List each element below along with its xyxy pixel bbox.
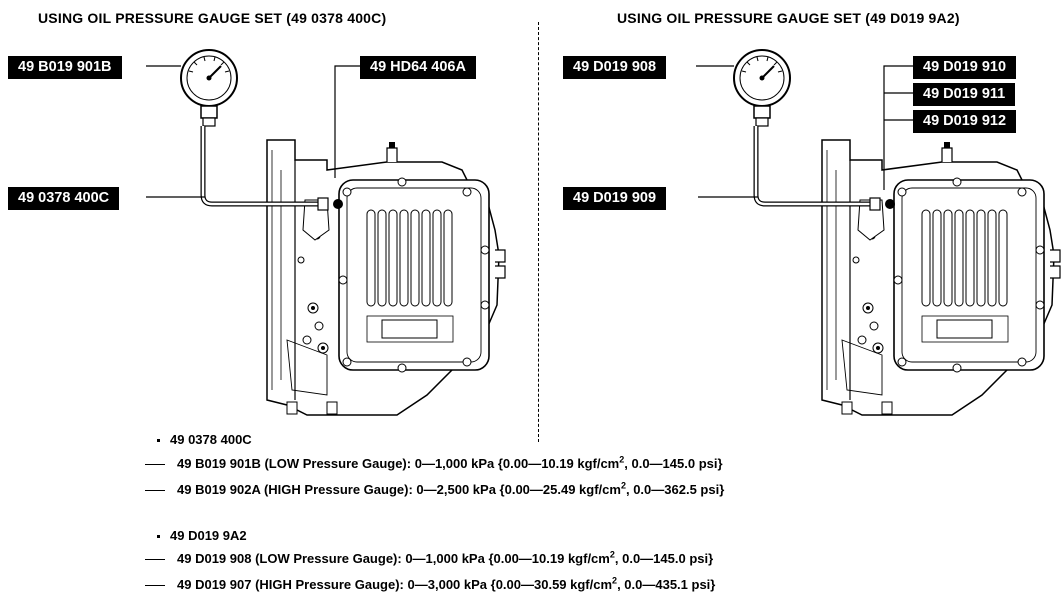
- note-set1-low-range: 0—1,000 kPa {0.00—10.19 kgf/cm: [414, 456, 620, 471]
- note-set2-high-range: 0—3,000 kPa {0.00—30.59 kgf/cm: [407, 577, 613, 592]
- dash-icon: [145, 490, 165, 492]
- right-adapter-tag-910: 49 D019 910: [913, 56, 1017, 79]
- superscript: 2: [619, 454, 625, 465]
- note-set1-high: 49 B019 902A (HIGH Pressure Gauge): 0—2,…: [145, 480, 725, 498]
- note-set2-low-range: 0—1,000 kPa {0.00—10.19 kgf/cm: [405, 551, 610, 566]
- right-pressure-gauge-icon: [733, 49, 791, 127]
- note-set1-high-name: 49 B019 902A (HIGH Pressure Gauge):: [177, 482, 413, 497]
- dash-icon: [145, 585, 165, 587]
- note-set1-low: 49 B019 901B (LOW Pressure Gauge): 0—1,0…: [145, 454, 723, 472]
- superscript: 2: [612, 575, 618, 586]
- note-set1-high-range: 0—2,500 kPa {0.00—25.49 kgf/cm: [416, 482, 621, 497]
- left-pressure-gauge-icon: [180, 49, 238, 127]
- note-set2-title-text: 49 D019 9A2: [170, 528, 247, 543]
- note-set2-low-name: 49 D019 908 (LOW Pressure Gauge):: [177, 551, 402, 566]
- section-divider: [538, 22, 539, 442]
- note-set2-title: 49 D019 9A2: [157, 528, 247, 543]
- note-set1-title-text: 49 0378 400C: [170, 432, 252, 447]
- left-heading: USING OIL PRESSURE GAUGE SET (49 0378 40…: [38, 10, 387, 26]
- superscript: 2: [620, 480, 626, 491]
- note-set1-low-rest: , 0.0—145.0 psi}: [624, 456, 723, 471]
- note-set1-title: 49 0378 400C: [157, 432, 252, 447]
- note-set2-high-rest: , 0.0—435.1 psi}: [617, 577, 716, 592]
- left-gauge-tag: 49 B019 901B: [8, 56, 122, 79]
- right-heading: USING OIL PRESSURE GAUGE SET (49 D019 9A…: [617, 10, 960, 26]
- note-set2-low: 49 D019 908 (LOW Pressure Gauge): 0—1,00…: [145, 549, 714, 567]
- note-set2-low-rest: , 0.0—145.0 psi}: [614, 551, 714, 566]
- note-set2-high-name: 49 D019 907 (HIGH Pressure Gauge):: [177, 577, 404, 592]
- note-set1-high-rest: , 0.0—362.5 psi}: [625, 482, 725, 497]
- left-hose-tag: 49 0378 400C: [8, 187, 120, 210]
- note-set1-low-name: 49 B019 901B (LOW Pressure Gauge):: [177, 456, 412, 471]
- right-transmission-illustration: [821, 139, 1061, 416]
- right-hose-tag: 49 D019 909: [563, 187, 667, 210]
- superscript: 2: [609, 549, 615, 560]
- left-adapter-tag: 49 HD64 406A: [360, 56, 476, 79]
- left-transmission-illustration: [266, 139, 506, 416]
- dash-icon: [145, 559, 165, 561]
- note-set2-high: 49 D019 907 (HIGH Pressure Gauge): 0—3,0…: [145, 575, 716, 593]
- right-adapter-tag-911: 49 D019 911: [913, 83, 1016, 106]
- bullet-icon: [157, 439, 160, 443]
- right-gauge-tag: 49 D019 908: [563, 56, 667, 79]
- bullet-icon: [157, 535, 160, 539]
- dash-icon: [145, 464, 165, 466]
- right-adapter-tag-912: 49 D019 912: [913, 110, 1017, 133]
